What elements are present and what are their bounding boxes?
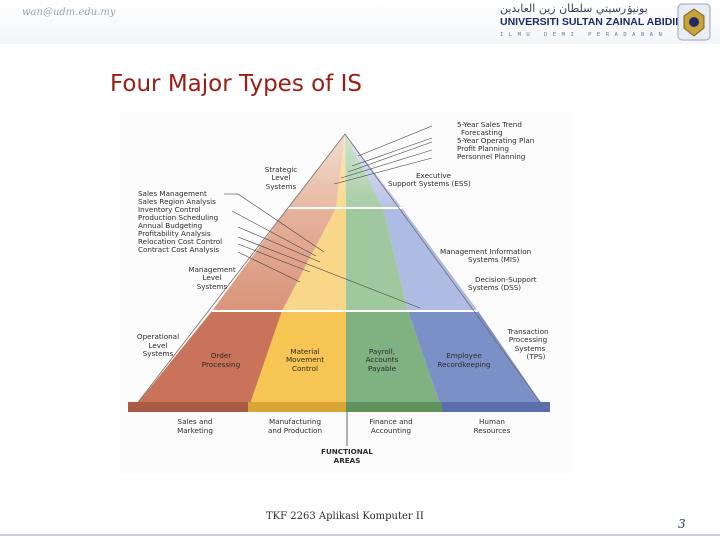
operational-level-label: Operational Level Systems [137,332,179,358]
management-label-line1: Management [188,265,236,274]
base-manufacturing [248,402,346,412]
ess-item-sales-trend: 5-Year Sales Trend [457,120,522,129]
mis-item-budgeting: Annual Budgeting [138,221,202,230]
mis-item-sales-region: Sales Region Analysis [138,197,216,206]
base-hr [442,402,550,412]
logo-arabic-text: يونيۏرسيتي سلطان زين العابدين [500,2,648,15]
pyramid-strategic-finance [336,134,346,208]
tps-item-material-line1: Material [290,347,319,356]
university-crest-icon [677,3,711,41]
mis-label-line1: Management Information [440,247,531,256]
area-finance-line2: Accounting [371,426,411,435]
ess-connectors [333,125,433,185]
ess-item-profit-planning: Profit Planning [457,144,509,153]
mis-item-relocation: Relocation Cost Control [138,237,222,246]
tps-items: Order Processing Material Movement Contr… [202,347,491,373]
mis-item-sales-management: Sales Management [138,189,207,198]
dss-label-line1: Decision-Support [475,275,537,284]
tps-label-line1: Transaction [506,327,548,336]
ess-item-forecasting: Forecasting [461,128,503,137]
slide-title: Four Major Types of IS [110,71,362,97]
logo-university-name: UNIVERSITI SULTAN ZAINAL ABIDIN [500,16,683,28]
footer-divider [0,534,720,536]
tps-item-material-line2: Movement [286,355,324,364]
operational-label-line3: Systems [143,349,174,358]
functional-areas: Sales and Marketing Manufacturing and Pr… [177,417,511,435]
mis-item-profitability: Profitability Analysis [138,229,211,238]
functional-areas-caption: FUNCTIONAL AREAS [321,447,373,465]
tps-label-line4: (TPS) [527,352,546,361]
pyramid-management-hr [383,208,478,311]
ess-item-personnel-planning: Personnel Planning [457,152,525,161]
area-manufacturing-line1: Manufacturing [269,417,321,426]
ess-item-operating-plan: 5-Year Operating Plan [457,136,534,145]
pyramid-operational-hr [408,311,546,410]
mis-connectors [224,193,421,309]
area-sales-line1: Sales and [178,417,213,426]
tps-item-payroll-line2: Accounts [366,355,399,364]
base-finance [346,402,442,412]
footer-course: TKF 2263 Aplikasi Komputer II [266,511,424,522]
tps-item-material-line3: Control [292,364,318,373]
operational-label-line1: Operational [137,332,179,341]
dss-label-line2: Systems (DSS) [468,283,521,292]
strategic-label-line2: Level [272,173,291,182]
tps-item-payroll-line1: Payroll, [369,347,395,356]
tps-label: Transaction Processing Systems (TPS) [506,327,548,361]
pyramid-operational-sales [132,311,282,410]
page-number: 3 [678,517,686,531]
management-level-label: Management Level Systems [188,265,236,291]
tps-item-order-line1: Order [211,351,231,360]
tps-label-line2: Processing [509,335,547,344]
mis-label-line2: Systems (MIS) [468,255,520,264]
pyramid-operational-finance [346,311,442,410]
pyramid-operational-manufacturing [248,311,346,410]
author-email: wan@udm.edu.my [22,7,116,18]
mis-item-inventory: Inventory Control [138,205,201,214]
tps-label-line3: Systems [515,344,546,353]
pyramid-management-sales [212,208,336,311]
area-hr-line1: Human [479,417,505,426]
pyramid-strategic-hr [345,134,402,208]
strategic-level-label: Strategic Level Systems [265,165,298,191]
mis-item-contract: Contract Cost Analysis [138,245,219,254]
area-finance-line1: Finance and [369,417,412,426]
mis-item-production: Production Scheduling [138,213,218,222]
area-manufacturing-line2: and Production [268,426,322,435]
header-band [0,0,720,44]
functional-caption-line1: FUNCTIONAL [321,447,373,456]
area-sales-line2: Marketing [177,426,213,435]
university-logo: يونيۏرسيتي سلطان زين العابدين UNIVERSITI… [490,0,720,44]
functional-caption-line2: AREAS [334,456,361,465]
ess-label-line1: Executive [416,171,452,180]
operational-label-line2: Level [149,341,168,350]
tps-item-employee-line1: Employee [446,351,482,360]
management-label-line3: Systems [197,282,228,291]
tps-item-payroll-line3: Payable [368,364,397,373]
base-sales [128,402,248,412]
ess-item-list: 5-Year Sales Trend Forecasting 5-Year Op… [457,120,534,161]
strategic-label-line3: Systems [266,182,297,191]
management-label-line2: Level [203,273,222,282]
logo-motto: ILMU DEMI PERADABAN [500,32,668,38]
ess-label-line2: Support Systems (ESS) [388,179,471,188]
tps-item-employee-line2: Recordkeeping [437,360,490,369]
strategic-label-line1: Strategic [265,165,298,174]
area-hr-line2: Resources [474,426,511,435]
is-pyramid-diagram: 5-Year Sales Trend Forecasting 5-Year Op… [120,112,570,474]
mis-item-list: Sales Management Sales Region Analysis I… [138,189,222,254]
tps-item-order-line2: Processing [202,360,240,369]
